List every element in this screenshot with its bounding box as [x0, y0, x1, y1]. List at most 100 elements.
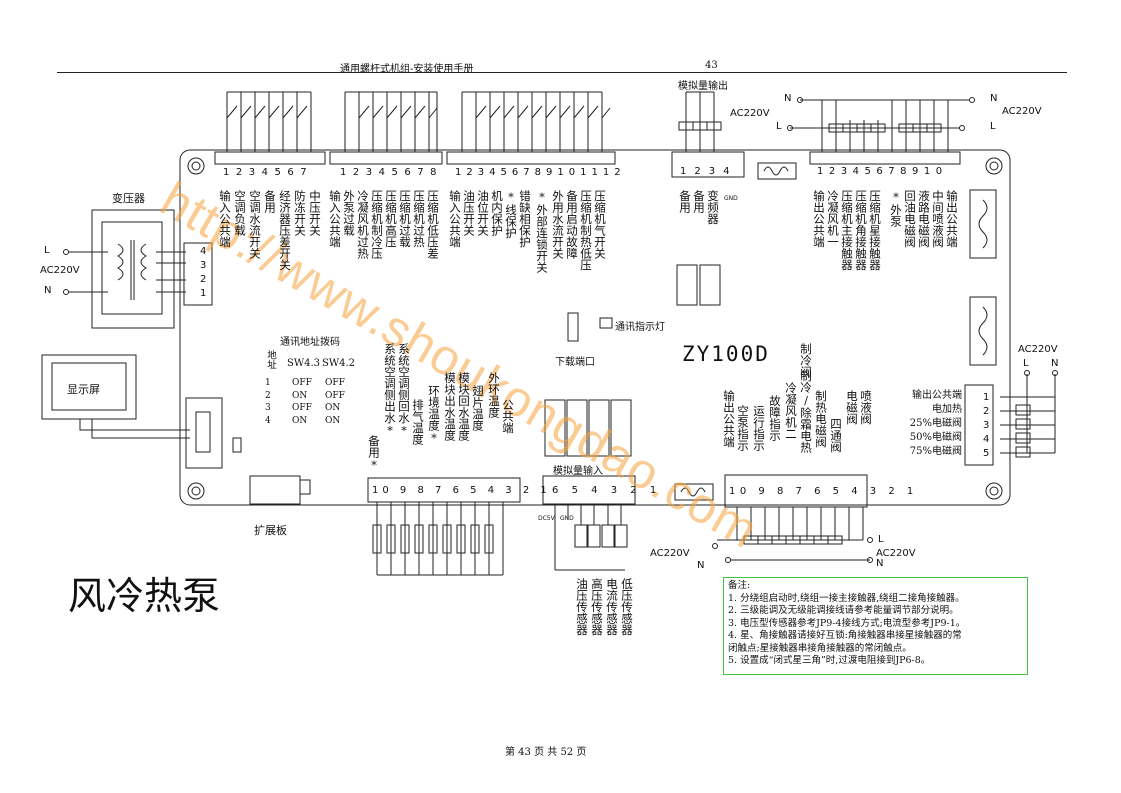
jp10-label-6: 模块出水温度 — [443, 372, 457, 441]
jp1-pin: 1 — [200, 288, 207, 299]
jp9-label-3: 电流传感器 — [605, 578, 619, 636]
jp3-label-7: 压缩机过热 — [412, 190, 426, 248]
jp9-pin-numbers: 6 5 4 3 2 1 — [552, 485, 661, 496]
jp6-pin: 8 — [900, 166, 912, 177]
comm-sw42: ON — [325, 415, 341, 426]
jp4-label-3: 油位开关 — [476, 190, 490, 236]
jp10-label-5: 环境温度* — [427, 385, 441, 445]
jp8-ac-left: AC220V — [650, 548, 690, 559]
jp9-pin: 4 — [591, 485, 603, 496]
comm-title: 通讯地址拨码 — [280, 337, 340, 348]
jp6-label-3: 压缩机主接触器 — [840, 190, 854, 271]
jp3-pin: 1 — [340, 167, 353, 178]
jp8-pin: 10 — [729, 486, 751, 497]
jp4-pin: 6 — [511, 167, 524, 178]
jp4-pin: 11 — [580, 167, 603, 178]
jp8-pin: 9 — [758, 486, 770, 497]
comm-col-sw43: SW4.3 — [287, 358, 321, 369]
jp8-pin: 6 — [814, 486, 825, 497]
jp6-label-2: 冷凝风机一 — [826, 190, 840, 248]
jp5-pin: 2 — [694, 166, 709, 177]
jp4-label-7: *外部连锁开关 — [535, 190, 549, 273]
jp4-label-9: 备用启动故障 — [565, 190, 579, 259]
jp3-label-2: 外泵过载 — [342, 190, 356, 236]
jp5-label-2: 备用 — [692, 190, 706, 213]
jp3-pin-numbers: 12345678 — [340, 167, 443, 178]
jp3-pin: 2 — [352, 167, 366, 178]
jp2-label-2: 空调负载 — [233, 190, 247, 236]
jp4-label-2: 油压开关 — [462, 190, 476, 236]
note-item: 5. 设置成“闭式星三角”时,过渡电阻接到JP6-8。 — [728, 655, 931, 666]
jp4-pin: 10 — [557, 167, 581, 178]
jp9-label-4: 低压传感器 — [620, 578, 634, 636]
jp7-label: 电加热 — [932, 404, 962, 415]
transformer-label: 变压器 — [112, 192, 145, 205]
jp3-pin: 3 — [365, 167, 379, 178]
jp8-label-10: 喷液阀 — [859, 390, 873, 425]
jp2-pin: 1 — [223, 167, 236, 178]
notes-title: 备注: — [728, 580, 751, 591]
jp5-ac-label: AC220V — [730, 108, 770, 119]
jp8-label-3: 运行指示 — [752, 405, 766, 451]
jp4-pin: 1 — [455, 167, 467, 178]
jp8-ac-right: AC220V — [876, 548, 916, 559]
jp2-pin: 4 — [261, 167, 275, 178]
jp10-label-1: 备用* — [367, 435, 381, 472]
jp1-pin: 3 — [200, 260, 207, 271]
jp8-pin-numbers: 10 9 8 7 6 5 4 3 2 1 — [729, 486, 918, 497]
jp9-pin: 2 — [630, 485, 642, 496]
jp6-pin: 5 — [864, 166, 877, 177]
jp4-pin: 9 — [546, 167, 558, 178]
jp3-label-8: 压缩机低压差 — [426, 190, 440, 259]
comm-addr: 1 — [265, 378, 271, 388]
jp2-label-1: 输入公共端 — [218, 190, 232, 248]
jp6-label-7: 回油电磁阀 — [903, 190, 917, 248]
jp5-pin: 3 — [708, 166, 724, 177]
jp8-pin: 3 — [869, 486, 881, 497]
comm-addr: 4 — [265, 415, 271, 426]
jp4-pin: 5 — [500, 167, 512, 178]
jp8-label-8: 四通阀 — [829, 418, 843, 453]
footer-page-count: 第 43 页 共 52 页 — [505, 747, 587, 758]
jp10-pin: 2 — [522, 485, 534, 496]
jp6-pin-numbers: 12345678910 — [817, 166, 948, 177]
download-port-label: 下载端口 — [555, 357, 595, 368]
jp6-l-right: L — [990, 121, 996, 132]
jp10-label-2: 系统空调侧出水* — [383, 343, 397, 438]
jp8-label-7: 制热电磁阀 — [814, 390, 828, 448]
jp6-n-right: N — [990, 93, 998, 104]
ext-board-label: 扩展板 — [254, 524, 287, 537]
comm-sw42: ON — [325, 403, 341, 413]
jp6-label-4: 压缩机角接触器 — [854, 190, 868, 271]
header-page-num: 43 — [705, 60, 718, 71]
jp9-title: 模拟量输入 — [553, 466, 603, 477]
jp10-label-10: 公共端 — [501, 399, 515, 434]
jp8-label-2: 空泵指示 — [736, 405, 750, 451]
jp9-gnd: GND — [560, 515, 574, 522]
jp4-pin: 3 — [477, 167, 490, 178]
mains-ac-label: AC220V — [40, 265, 80, 276]
jp6-label-8: 液路电磁阀 — [917, 190, 931, 248]
comm-col-addr: 地址 — [265, 350, 276, 369]
jp3-label-6: 压缩机过载 — [398, 190, 412, 248]
jp9-pin: 3 — [610, 485, 623, 496]
jp2-pin: 6 — [287, 167, 301, 178]
big-title: 风冷热泵 — [68, 574, 221, 618]
jp5-gnd: GND — [724, 195, 738, 202]
jp7-labels: 输出公共端 电加热 25%电磁阀 50%电磁阀 75%电磁阀 — [890, 389, 962, 459]
jp9-label-1: 油压传感器 — [575, 578, 589, 636]
comm-sw43: OFF — [292, 403, 312, 413]
jp4-pin: 4 — [489, 167, 501, 178]
jp8-n-right: N — [876, 558, 884, 569]
jp10-label-4: 排气温度 — [411, 399, 425, 445]
jp7-n: N — [1051, 358, 1059, 369]
comm-sw42: OFF — [325, 390, 345, 401]
jp4-label-5: *线保护 — [504, 190, 518, 239]
jp9-label-2: 高压传感器 — [590, 578, 604, 636]
jp6-l-left: L — [776, 121, 782, 132]
jp2-pin: 3 — [248, 167, 262, 178]
